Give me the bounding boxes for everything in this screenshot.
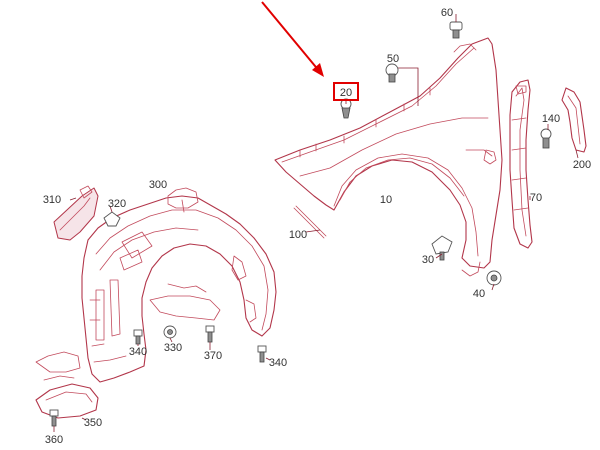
- fastener-40: [486, 270, 502, 286]
- wheel-arch-liner-part: [81, 187, 277, 383]
- seal-strip-part: [561, 87, 587, 153]
- callout-label: 320: [108, 198, 126, 210]
- callout-label: 300: [149, 179, 167, 191]
- splash-guard-part: [53, 185, 99, 241]
- front-fender-part: [274, 37, 503, 277]
- callout-label: 40: [473, 288, 485, 300]
- fastener-30: [431, 235, 453, 261]
- fastener-140: [540, 128, 552, 149]
- callout-label: 310: [43, 194, 61, 206]
- fastener-60: [449, 21, 463, 39]
- fastener-320: [103, 211, 121, 227]
- callout-label: 340: [269, 357, 287, 369]
- callout-label: 340: [129, 346, 147, 358]
- callout-label: 370: [204, 350, 222, 362]
- callout-highlight-box: [333, 82, 359, 101]
- fender-trim-strip-part: [509, 79, 533, 249]
- callout-label: 100: [289, 229, 307, 241]
- callout-label: 50: [387, 53, 399, 65]
- callout-label: 330: [164, 342, 182, 354]
- callout-label: 140: [542, 113, 560, 125]
- callout-label: 60: [441, 7, 453, 19]
- callout-label: 70: [530, 192, 542, 204]
- fastener-50: [385, 63, 399, 83]
- callout-label: 30: [422, 254, 434, 266]
- callout-label: 350: [84, 417, 102, 429]
- callout-label: 360: [45, 434, 63, 446]
- leader-lines: [53, 14, 579, 432]
- fastener-330: [163, 325, 177, 339]
- fastener-370: [205, 325, 215, 343]
- fastener-340-right: [257, 345, 267, 363]
- callout-label: 200: [573, 159, 591, 171]
- callout-label: 20: [340, 87, 352, 99]
- fastener-340-left: [133, 329, 143, 345]
- pointer-arrow: [261, 1, 324, 77]
- callout-label: 10: [380, 194, 392, 206]
- clip-strap-part: [293, 205, 327, 239]
